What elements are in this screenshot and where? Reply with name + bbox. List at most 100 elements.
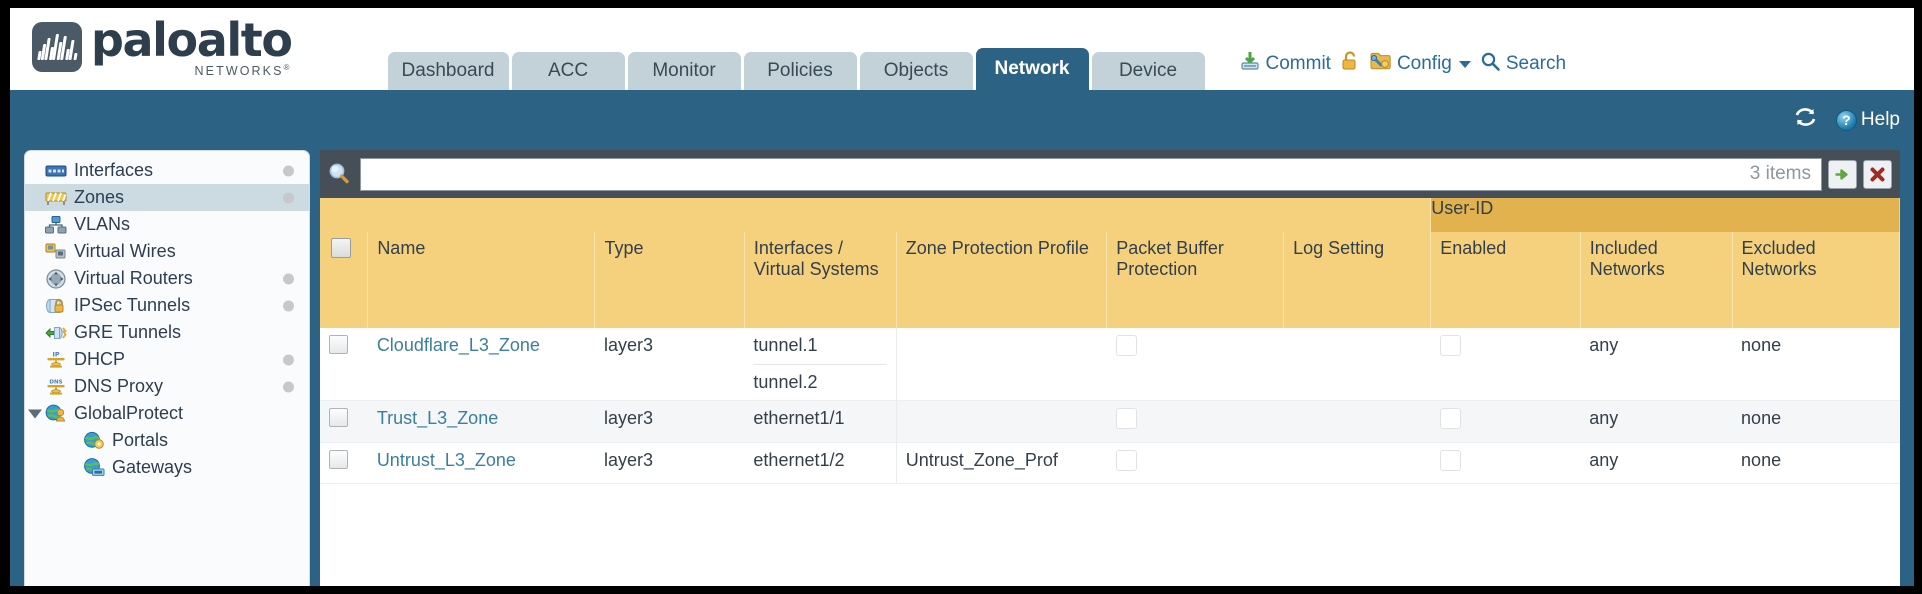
column-header-name[interactable]: Name (367, 232, 596, 328)
commit-icon (1239, 50, 1261, 78)
sidebar-item-virtual-wires[interactable]: Virtual Wires (25, 238, 309, 265)
item-count-label: 3 items (1749, 163, 1811, 184)
sidebar-item-portals[interactable]: Portals (25, 427, 309, 454)
column-header-incl[interactable]: Included Networks (1580, 232, 1733, 328)
packet-buffer-protection-checkbox[interactable] (1115, 449, 1137, 471)
zone-protection-profile-cell (896, 328, 1107, 402)
sidebar-item-indicator-dot (283, 273, 294, 284)
chevron-down-icon[interactable] (28, 409, 42, 418)
search-icon[interactable] (324, 159, 354, 189)
row-select-checkbox[interactable] (329, 449, 348, 469)
search-icon (1480, 51, 1501, 78)
column-header-logset[interactable]: Log Setting (1283, 232, 1432, 328)
tab-dashboard[interactable]: Dashboard (387, 52, 509, 90)
tab-label: Monitor (652, 60, 716, 81)
sidebar-item-label: Zones (74, 187, 125, 207)
sidebar-item-vlans[interactable]: VLANs (25, 211, 309, 238)
help-button[interactable]: ? Help (1835, 109, 1900, 131)
tab-objects[interactable]: Objects (859, 52, 973, 90)
config-menu[interactable]: Config (1369, 50, 1471, 78)
interface-entry: tunnel.1 (753, 328, 887, 365)
paloalto-logo: paloalto NETWORKS® (32, 17, 293, 78)
sidebar-item-interfaces[interactable]: Interfaces (25, 157, 309, 184)
userid-enabled-cell (1430, 328, 1581, 402)
select-all-checkbox[interactable] (331, 238, 351, 258)
unlock-icon (1340, 50, 1360, 78)
sidebar-item-label: VLANs (74, 214, 131, 234)
sidebar-item-ipsec-tunnels[interactable]: IPSec Tunnels (25, 292, 309, 319)
sidebar-item-gateways[interactable]: Gateways (25, 454, 309, 481)
column-header-enabled[interactable]: Enabled (1430, 232, 1581, 328)
search-input[interactable]: 3 items (360, 157, 1822, 191)
column-header-zpp[interactable]: Zone Protection Profile (896, 232, 1108, 328)
main-tabs: Dashboard ACC Monitor Policies Objects Networ… (387, 48, 1205, 90)
dhcp-icon: IP (45, 351, 67, 369)
search-button[interactable]: Search (1480, 51, 1566, 78)
tab-label: Dashboard (401, 60, 495, 81)
sidebar-item-globalprotect[interactable]: GlobalProtect (25, 400, 309, 427)
column-header-label: Interfaces / Virtual Systems (753, 238, 879, 280)
zone-type-cell: layer3 (594, 328, 745, 402)
column-header-ifaces[interactable]: Interfaces / Virtual Systems (744, 232, 897, 328)
close-icon (1870, 167, 1885, 181)
tab-device[interactable]: Device (1091, 52, 1205, 90)
top-toolbar-actions: Commit (1239, 50, 1566, 78)
zone-name-link[interactable]: Trust_L3_Zone (376, 408, 499, 429)
column-header-pbp[interactable]: Packet Buffer Protection (1106, 232, 1285, 328)
brand-subtitle-text: NETWORKS (194, 63, 284, 78)
userid-enabled-checkbox[interactable] (1439, 335, 1461, 356)
refresh-icon[interactable] (1793, 106, 1818, 134)
brand-subtitle: NETWORKS® (91, 62, 292, 78)
tab-acc[interactable]: ACC (511, 52, 625, 90)
sidebar-item-label: IPSec Tunnels (74, 295, 191, 315)
column-header-label: Zone Protection Profile (905, 238, 1089, 258)
waveform-icon (37, 34, 77, 60)
zone-name-link[interactable]: Cloudflare_L3_Zone (376, 335, 540, 355)
sidebar-item-virtual-routers[interactable]: Virtual Routers (25, 265, 309, 292)
tab-network[interactable]: Network (975, 48, 1089, 90)
sidebar-item-gre-tunnels[interactable]: GRE Tunnels (25, 319, 309, 346)
zone-type-cell: layer3 (594, 400, 745, 443)
column-header-excl[interactable]: Excluded Networks (1732, 232, 1900, 328)
sidebar-item-zones[interactable]: Zones (25, 184, 309, 211)
userid-enabled-checkbox[interactable] (1439, 449, 1461, 471)
column-header-label: Included Networks (1589, 238, 1665, 280)
row-select-cell (320, 400, 368, 443)
unlock-button[interactable] (1340, 50, 1360, 78)
row-select-checkbox[interactable] (329, 408, 348, 428)
clear-filter-button[interactable] (1863, 159, 1892, 189)
column-header-select[interactable] (320, 232, 369, 328)
column-header-type[interactable]: Type (594, 232, 745, 328)
zone-name-link[interactable]: Untrust_L3_Zone (376, 449, 516, 470)
log-setting-cell (1283, 400, 1431, 443)
interface-entry: ethernet1/1 (753, 408, 845, 429)
registered-mark: ® (283, 62, 292, 72)
column-header-label: Log Setting (1293, 238, 1385, 258)
portals-icon (83, 431, 105, 450)
tab-monitor[interactable]: Monitor (627, 52, 741, 90)
table-group-header-spacer (320, 198, 1432, 232)
apply-filter-button[interactable] (1828, 159, 1857, 189)
virtual-wires-icon (45, 243, 67, 261)
commit-button[interactable]: Commit (1239, 50, 1331, 78)
tab-policies[interactable]: Policies (743, 52, 857, 90)
main-content-panel: 3 items User-ID (320, 150, 1900, 586)
row-select-checkbox[interactable] (329, 335, 348, 354)
packet-buffer-protection-cell (1106, 442, 1284, 485)
ipsec-tunnels-icon (45, 297, 67, 315)
packet-buffer-protection-checkbox[interactable] (1115, 408, 1137, 430)
userid-enabled-checkbox[interactable] (1439, 408, 1461, 430)
packet-buffer-protection-checkbox[interactable] (1115, 335, 1137, 356)
included-networks-cell: any (1580, 328, 1733, 402)
gre-tunnels-icon (45, 324, 67, 342)
packet-buffer-protection-cell (1106, 328, 1284, 402)
help-icon: ? (1835, 109, 1857, 131)
tab-label: Objects (883, 60, 949, 81)
